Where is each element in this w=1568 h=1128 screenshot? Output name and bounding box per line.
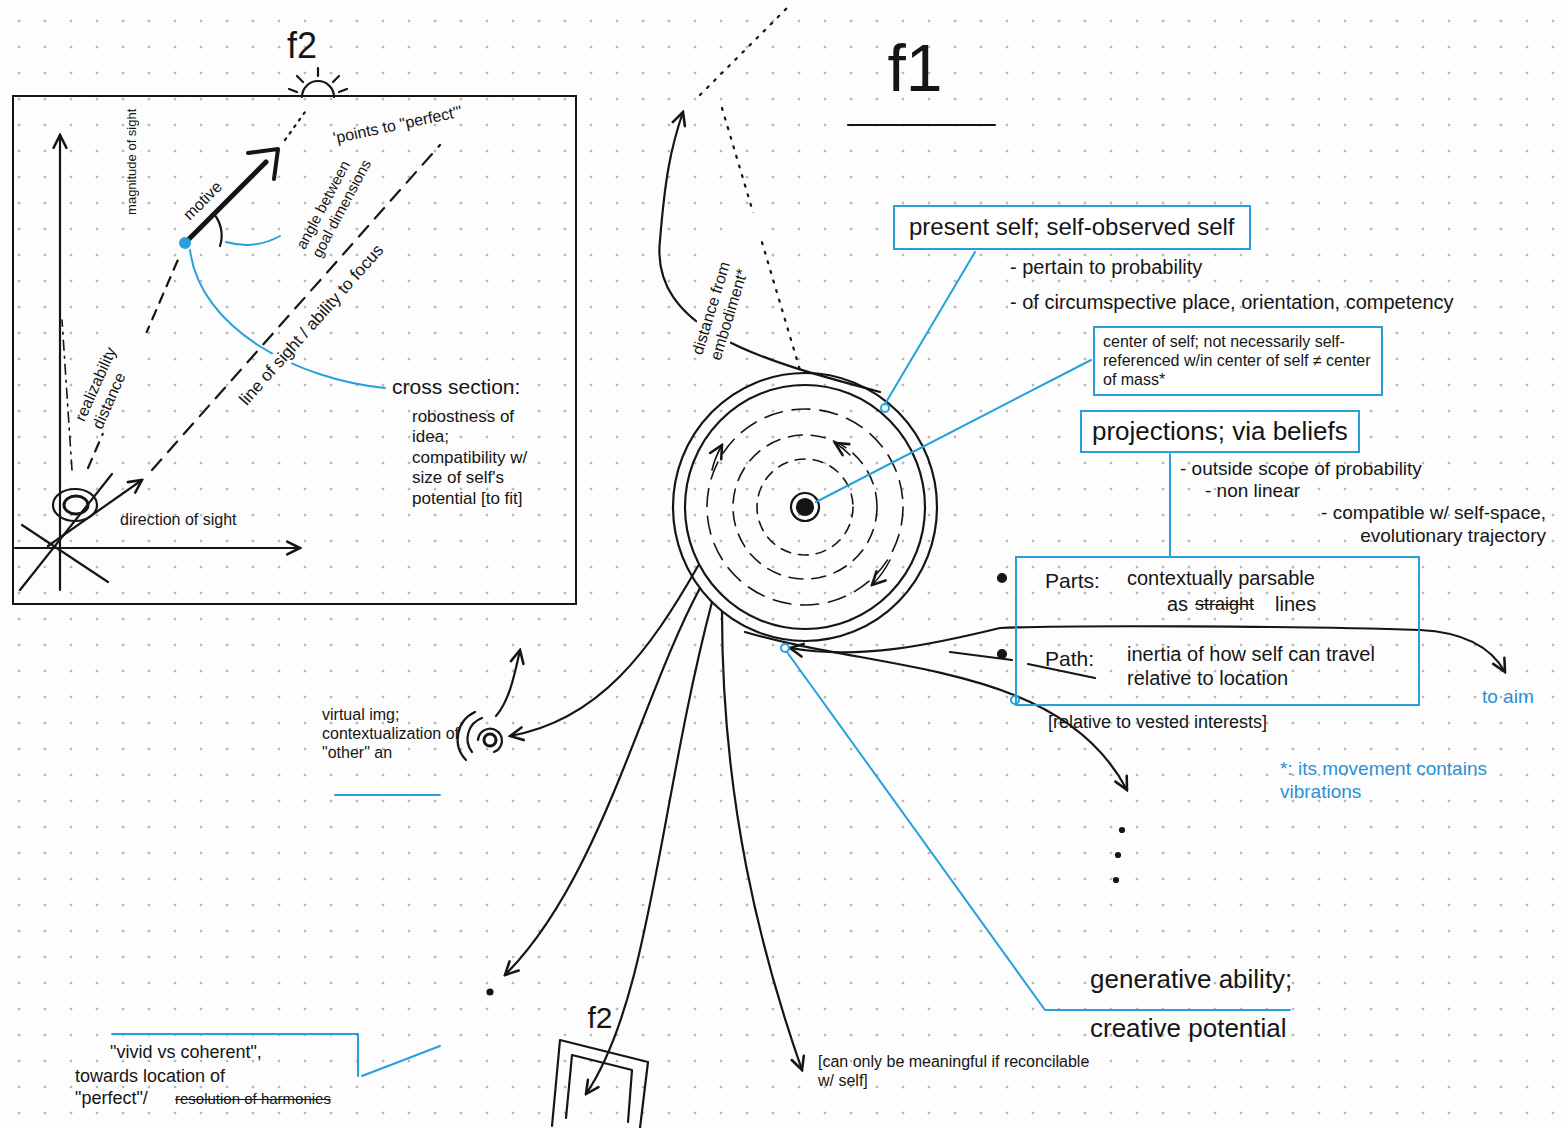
axis-label: magnitude of sight xyxy=(124,109,140,215)
item-text: lines xyxy=(1275,592,1316,616)
item-text: as xyxy=(1167,592,1188,616)
item-text: inertia of how self can travel relative … xyxy=(1127,642,1412,690)
concept-box: present self; self-observed self xyxy=(893,205,1251,250)
bullet-note: - compatible w/ self-space, evolutionary… xyxy=(1228,502,1546,548)
bracket-note: "vivid vs coherent", xyxy=(110,1042,262,1064)
box-text: center of self; not necessarily self-ref… xyxy=(1103,332,1373,390)
bracket-note: [relative to vested interests] xyxy=(1048,712,1267,734)
bullet-note: - outside scope of probability xyxy=(1180,458,1422,481)
sight-line-label: line of sight / ability to focus xyxy=(234,239,390,411)
bullet-note: - pertain to probability xyxy=(1010,255,1202,279)
struck-note: resolution of harmonies xyxy=(175,1090,331,1108)
bullet-note: - non linear xyxy=(1205,480,1300,503)
concept-box: projections; via beliefs xyxy=(1080,410,1360,453)
callout-label: generative ability; creative potential xyxy=(1090,955,1380,1054)
sketch-note: 'points to "perfect"' xyxy=(331,101,463,147)
axis-label: direction of sight xyxy=(120,510,237,529)
angle-label: angle between goal dimensions xyxy=(292,133,382,260)
concept-box: center of self; not necessarily self-ref… xyxy=(1093,326,1383,396)
struck-word: straight xyxy=(1195,594,1254,616)
bracket-note: [can only be meaningful if reconcilable … xyxy=(818,1052,1103,1090)
bullet-note: - of circumspective place, orientation, … xyxy=(1010,290,1454,314)
leader-connector xyxy=(1169,453,1171,556)
item-name: Path: xyxy=(1045,646,1094,671)
box-text: projections; via beliefs xyxy=(1092,416,1348,447)
dotted-line-label: distance from embodiment* xyxy=(687,206,769,364)
figure-label: f2 xyxy=(588,1000,613,1036)
figure-title: f1 xyxy=(888,29,943,108)
distance-label: realizability distance xyxy=(69,319,148,434)
panel-heading: f2 xyxy=(287,24,317,67)
item-text: contextually parsable xyxy=(1127,566,1315,590)
concept-box: Parts: contextually parsableas straight lin… xyxy=(1015,556,1420,706)
item-name: Parts: xyxy=(1045,568,1100,593)
image-label: virtual img; contextualization of "other… xyxy=(322,705,472,763)
vector-label: motive xyxy=(177,175,227,225)
footnote: *: its movement contains vibrations xyxy=(1280,758,1540,804)
note-heading: cross section: xyxy=(392,374,520,399)
note-body: robostness of idea; compatibility w/ siz… xyxy=(412,407,542,509)
arrow-label: to aim xyxy=(1482,686,1534,709)
box-text: present self; self-observed self xyxy=(909,213,1235,242)
sketch-panel: f2magnitude of sight'points to "perfect"… xyxy=(12,95,577,605)
